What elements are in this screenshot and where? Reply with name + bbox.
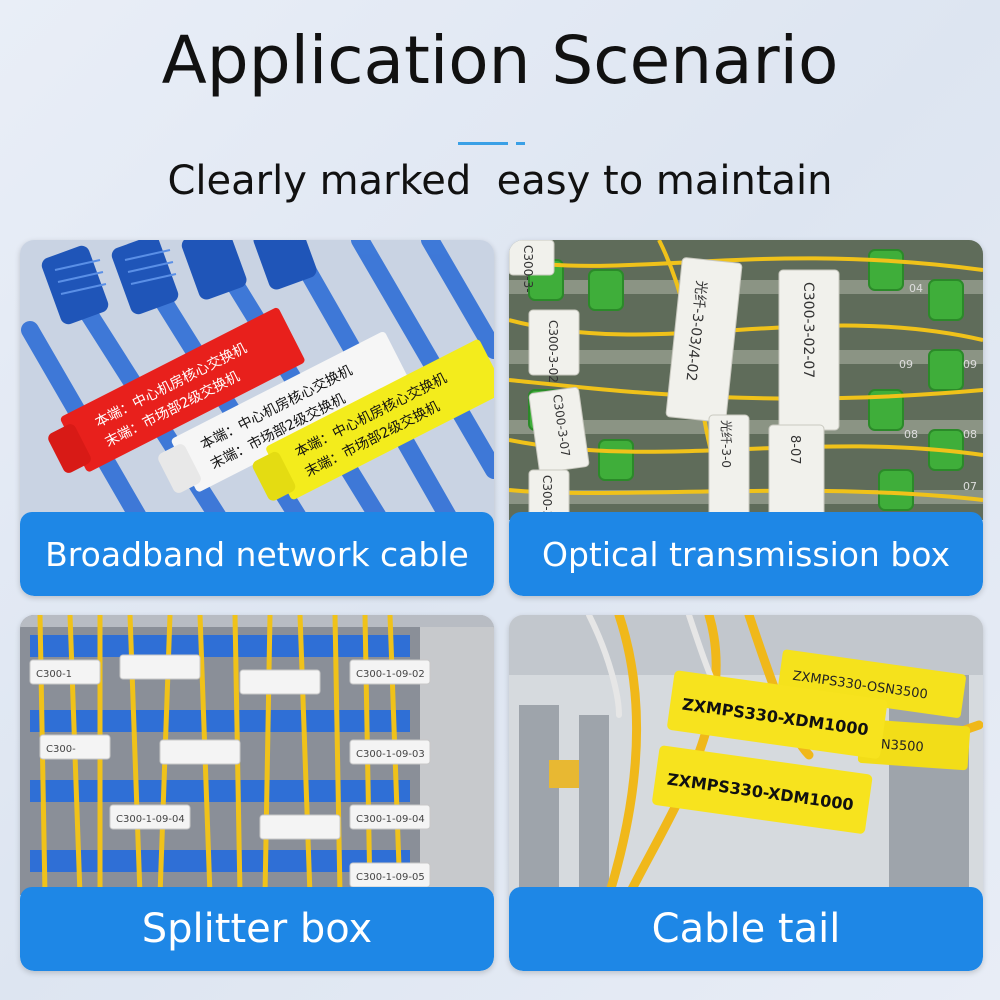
caption-splitter: Splitter box — [20, 887, 494, 971]
page-title: Application Scenario — [161, 22, 839, 99]
scenario-card-broadband: 本端：中心机房核心交换机 末端：市场部2级交换机 本端：中心机房核心交换机 末端… — [20, 240, 494, 596]
tag-label: 光纤-3-0 — [719, 420, 733, 468]
flag-label-text: N3500 — [880, 737, 924, 755]
tag-label: C300-1-09-05 — [356, 872, 425, 883]
flag-label-bottom: ZXMPS330-XDM1000 — [652, 745, 873, 834]
flag-label-middle: ZXMPS330-XDM1000 — [667, 670, 888, 759]
splitter-box-photo: C300-1-09-02 C300-1-09-03 C300-1-09-04 C… — [20, 615, 494, 895]
tag-label: C300-3- — [521, 245, 535, 293]
cable-tail-photo: ZXMPS330-OSN3500 N3500 ZXMPS330-XDM1000 … — [509, 615, 983, 895]
tag-label: C300- — [46, 744, 76, 755]
title-divider — [0, 142, 1000, 146]
tag-label: C300-1-09-02 — [356, 669, 425, 680]
tag-label: C300-1-09-04 — [356, 814, 425, 825]
tag-label: C300-1-09-03 — [356, 749, 425, 760]
scenario-card-cable-tail: ZXMPS330-OSN3500 N3500 ZXMPS330-XDM1000 … — [509, 615, 983, 971]
port-number: 08 — [904, 428, 918, 441]
flag-label-right: N3500 — [857, 719, 971, 771]
broadband-cable-photo: 本端：中心机房核心交换机 末端：市场部2级交换机 本端：中心机房核心交换机 末端… — [20, 240, 494, 520]
port-number: 07 — [963, 480, 977, 493]
caption-cable-tail: Cable tail — [509, 887, 983, 971]
tag-label: 8-07 — [787, 435, 802, 465]
scenario-card-optical: 04 09 09 08 08 07 07 光纤-3-03/4-02 C300-3… — [509, 240, 983, 596]
divider-long — [458, 142, 508, 145]
tag-label: C300-3 — [540, 475, 554, 518]
divider-short — [516, 142, 525, 145]
page-subtitle: Clearly marked easy to maintain — [167, 158, 833, 204]
scenario-card-splitter: C300-1-09-02 C300-1-09-03 C300-1-09-04 C… — [20, 615, 494, 971]
port-number: 04 — [909, 282, 923, 295]
tag-label: C300-3-02 — [546, 320, 560, 383]
tag-label: C300-1 — [36, 669, 72, 680]
caption-optical: Optical transmission box — [509, 512, 983, 596]
optical-box-photo: 04 09 09 08 08 07 07 光纤-3-03/4-02 C300-3… — [509, 240, 983, 520]
tag-label: C300-3-02-07 — [800, 282, 816, 378]
caption-broadband: Broadband network cable — [20, 512, 494, 596]
port-number: 09 — [899, 358, 913, 371]
port-number: 08 — [963, 428, 977, 441]
port-number: 09 — [963, 358, 977, 371]
tag-label: C300-1-09-04 — [116, 814, 185, 825]
